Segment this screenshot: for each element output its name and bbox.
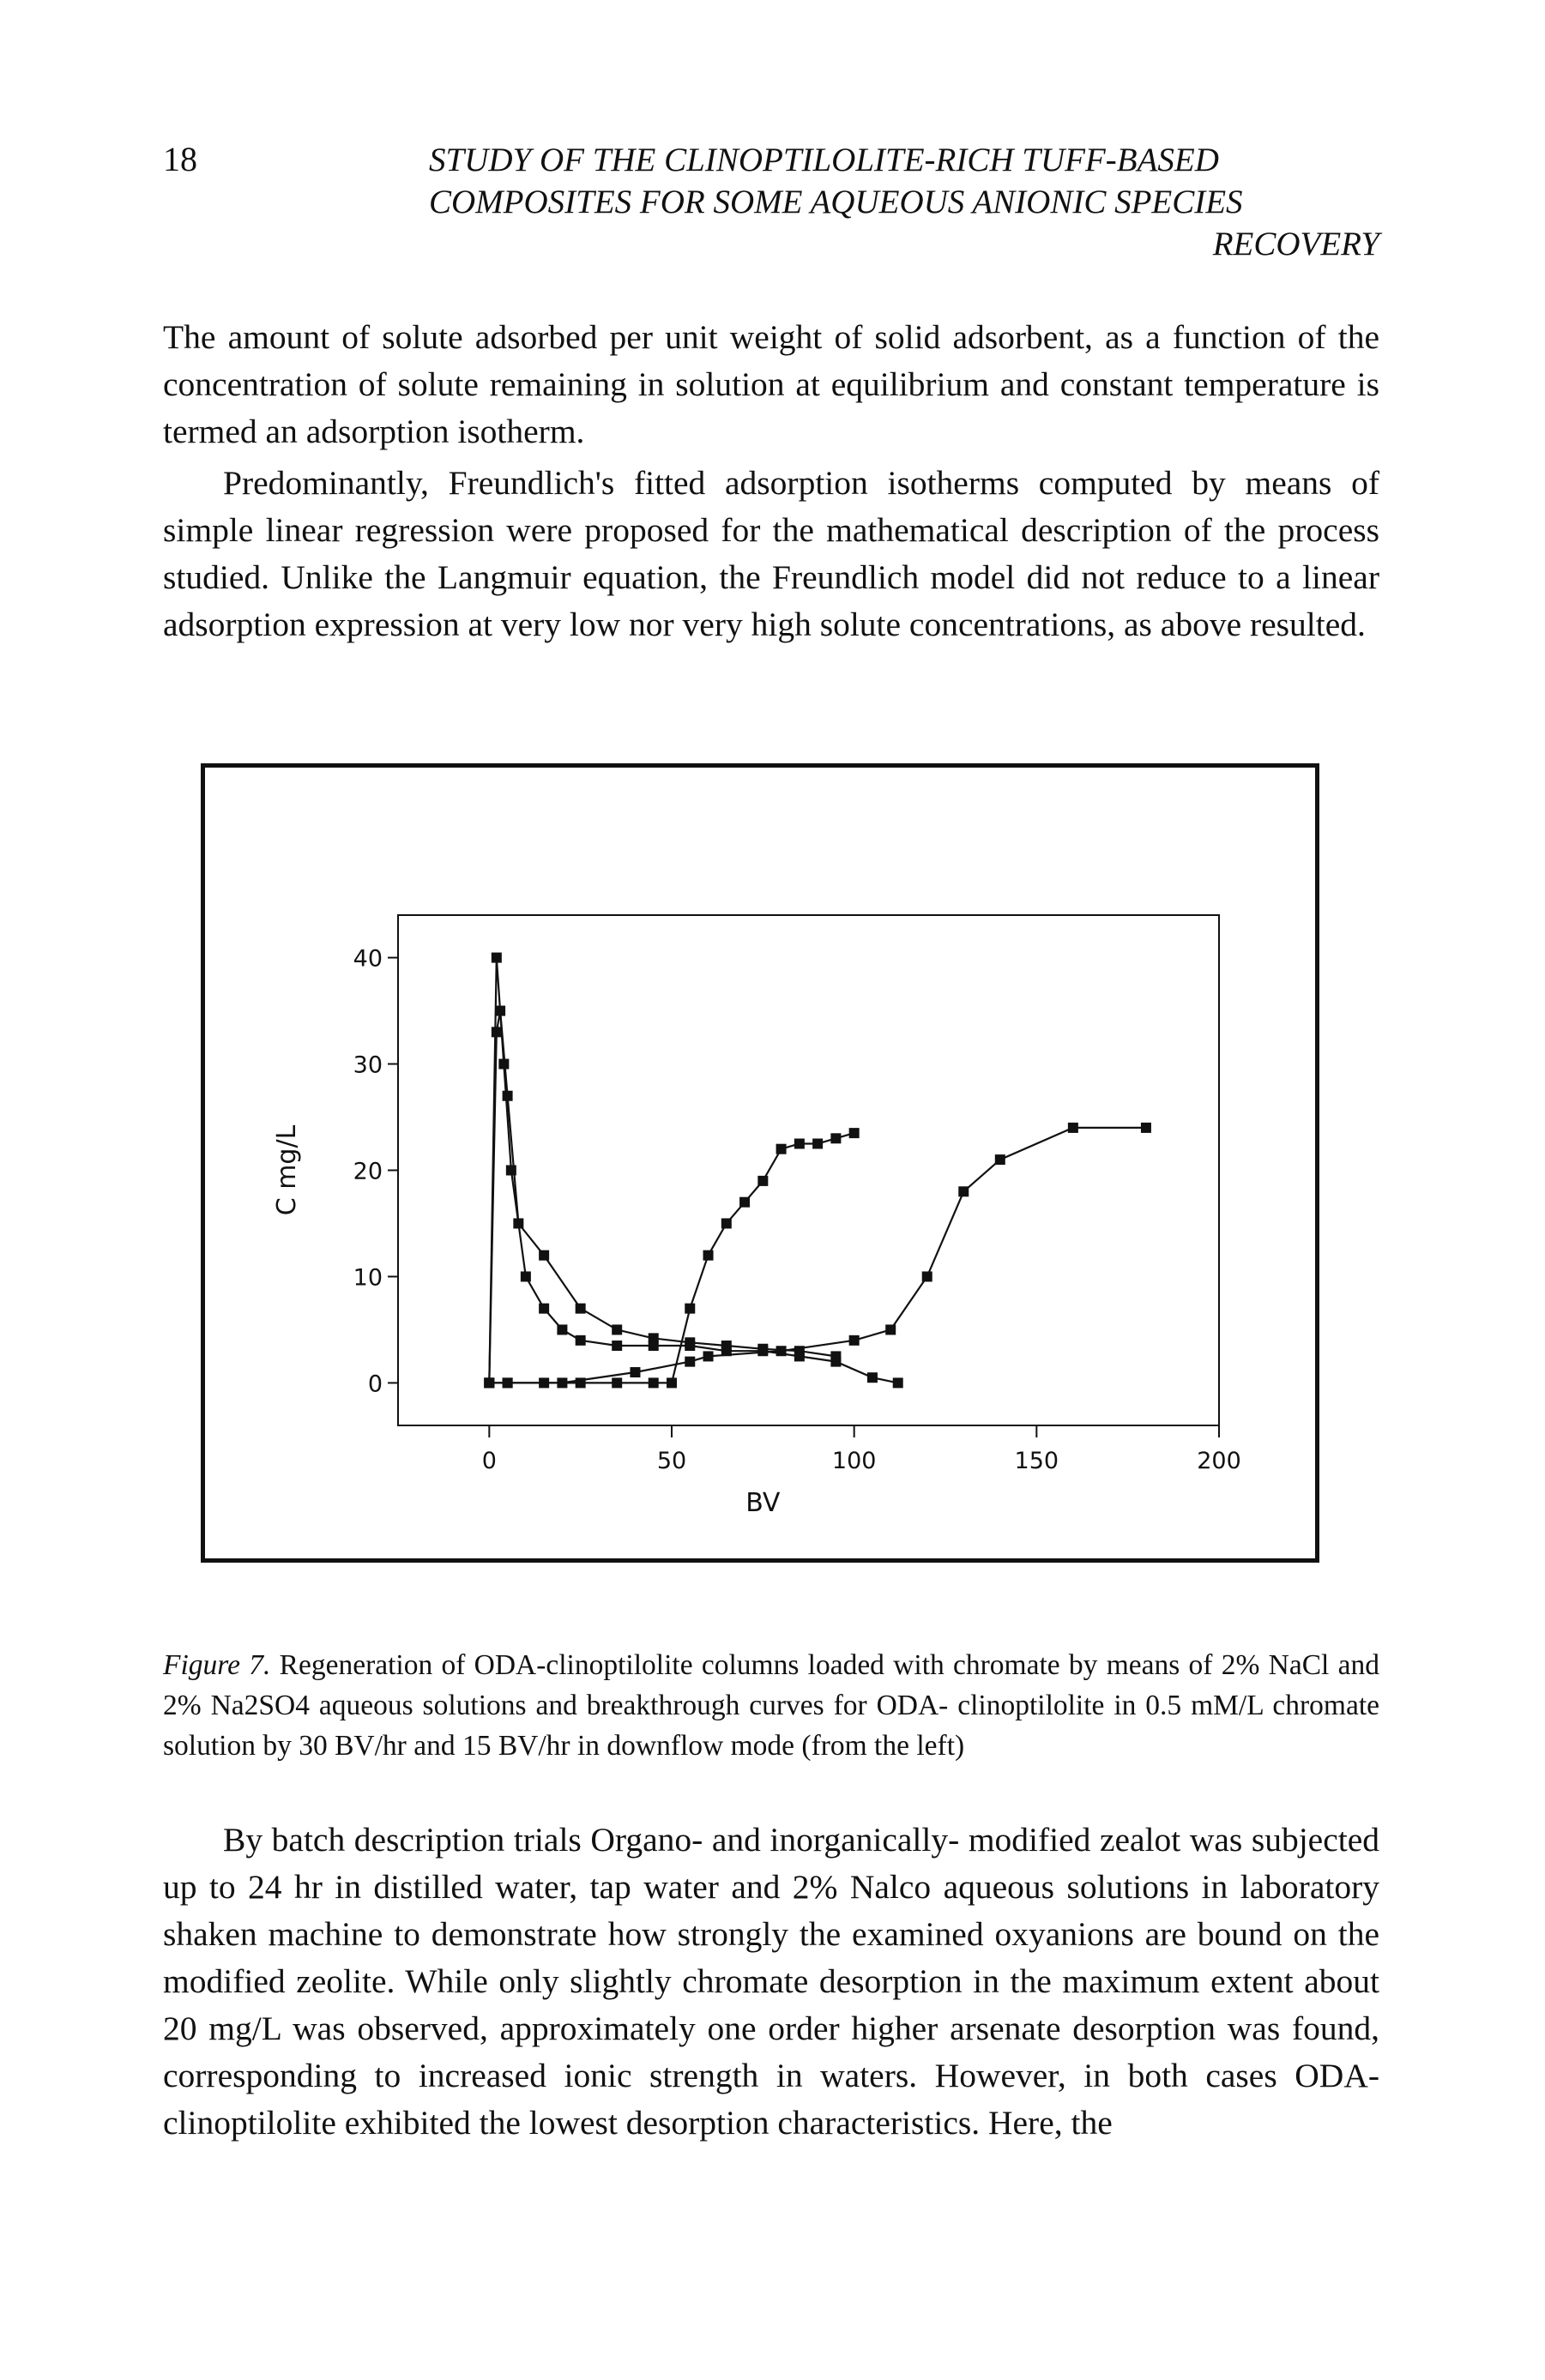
x-tick-label-200: 200 [1197,1448,1241,1474]
series-4-point-1 [484,1377,495,1389]
figure-label: Figure 7. [163,1649,271,1681]
series-4-line [489,1126,1146,1384]
series-1-point-8 [575,1335,586,1346]
x-tick-label-50: 50 [657,1448,686,1474]
y-tick-label-10: 10 [353,1264,383,1291]
series-3-point-5 [612,1377,623,1389]
series-1-point-5 [520,1271,531,1282]
x-tick-label-150: 150 [1015,1448,1059,1474]
series-3-point-9 [703,1250,714,1261]
page-number: 18 [163,140,197,178]
series-4-point-11 [958,1186,969,1197]
y-tick-label-20: 20 [353,1159,383,1185]
y-tick-label-0: 0 [368,1371,383,1397]
series-2-point-2 [491,1027,502,1038]
series-1-point-7 [557,1324,568,1335]
series-3-point-7 [667,1377,677,1389]
series-4-point-6 [703,1351,714,1362]
series-3-point-15 [812,1138,824,1149]
series-3-point-11 [739,1196,751,1208]
series-3-point-10 [721,1218,732,1229]
series-2-point-10 [685,1337,696,1348]
series-4-point-8 [848,1335,860,1346]
series-3-point-8 [685,1303,696,1314]
series-4-point-9 [885,1324,896,1335]
series-2-point-7 [575,1303,586,1314]
x-tick-label-100: 100 [832,1448,877,1474]
series-3-point-12 [757,1175,769,1186]
series-3-point-6 [648,1377,659,1389]
series-4-point-4 [630,1367,641,1378]
series-2-point-14 [830,1351,842,1362]
series-4-point-2 [502,1377,513,1389]
series-2-point-9 [648,1333,659,1344]
x-tick-label-0: 0 [482,1448,497,1474]
series-1-line [488,957,898,1384]
series-4-point-10 [921,1271,932,1282]
paragraph-3: By batch description trials Organo- and … [163,1821,1379,2142]
series-4-point-12 [994,1154,1005,1166]
series-3-point-14 [794,1138,805,1149]
x-axis-label: BV [745,1488,781,1518]
series-4-point-7 [776,1346,787,1357]
y-tick-label-40: 40 [353,946,383,973]
series-3-point-16 [830,1133,842,1144]
series-2-point-5 [513,1218,524,1229]
series-4-point-13 [1067,1122,1078,1133]
series-2-line [488,1010,836,1383]
series-4-point-14 [1140,1122,1151,1133]
figure-caption: Figure 7. Regeneration of ODA-clinoptilo… [163,1645,1379,1766]
caption-text: Regeneration of ODA-clinoptilolite colum… [163,1649,1380,1762]
series-2-point-11 [721,1341,732,1352]
plot-frame [397,914,1220,1426]
series-1-point-6 [539,1303,550,1314]
series-3-point-13 [776,1143,787,1154]
series-4-point-3 [557,1377,568,1389]
series-1-point-17 [892,1377,903,1389]
running-head-line-2: COMPOSITES FOR SOME AQUEOUS ANIONIC SPEC… [429,184,1243,220]
series-1-point-9 [612,1341,623,1352]
series-2-point-6 [539,1250,550,1261]
paragraph-1: The amount of solute adsorbed per unit w… [163,318,1379,450]
series-1-point-2 [491,952,502,963]
y-axis-label: C mg/L [272,1124,302,1215]
running-head-line-3: RECOVERY [1212,226,1379,262]
y-tick-label-30: 30 [353,1052,383,1079]
paragraph-2: Predominantly, Freundlich's fitted adsor… [163,464,1379,643]
running-head-line-1: STUDY OF THE CLINOPTILOLITE-RICH TUFF-BA… [429,142,1219,178]
series-2-point-3 [495,1005,506,1016]
series-4-point-5 [685,1356,696,1367]
running-head: STUDY OF THE CLINOPTILOLITE-RICH TUFF-BA… [429,139,1379,265]
series-2-point-8 [612,1324,623,1335]
series-2-point-4 [502,1090,513,1101]
series-3-point-17 [848,1128,860,1139]
series-1-point-16 [866,1372,878,1383]
